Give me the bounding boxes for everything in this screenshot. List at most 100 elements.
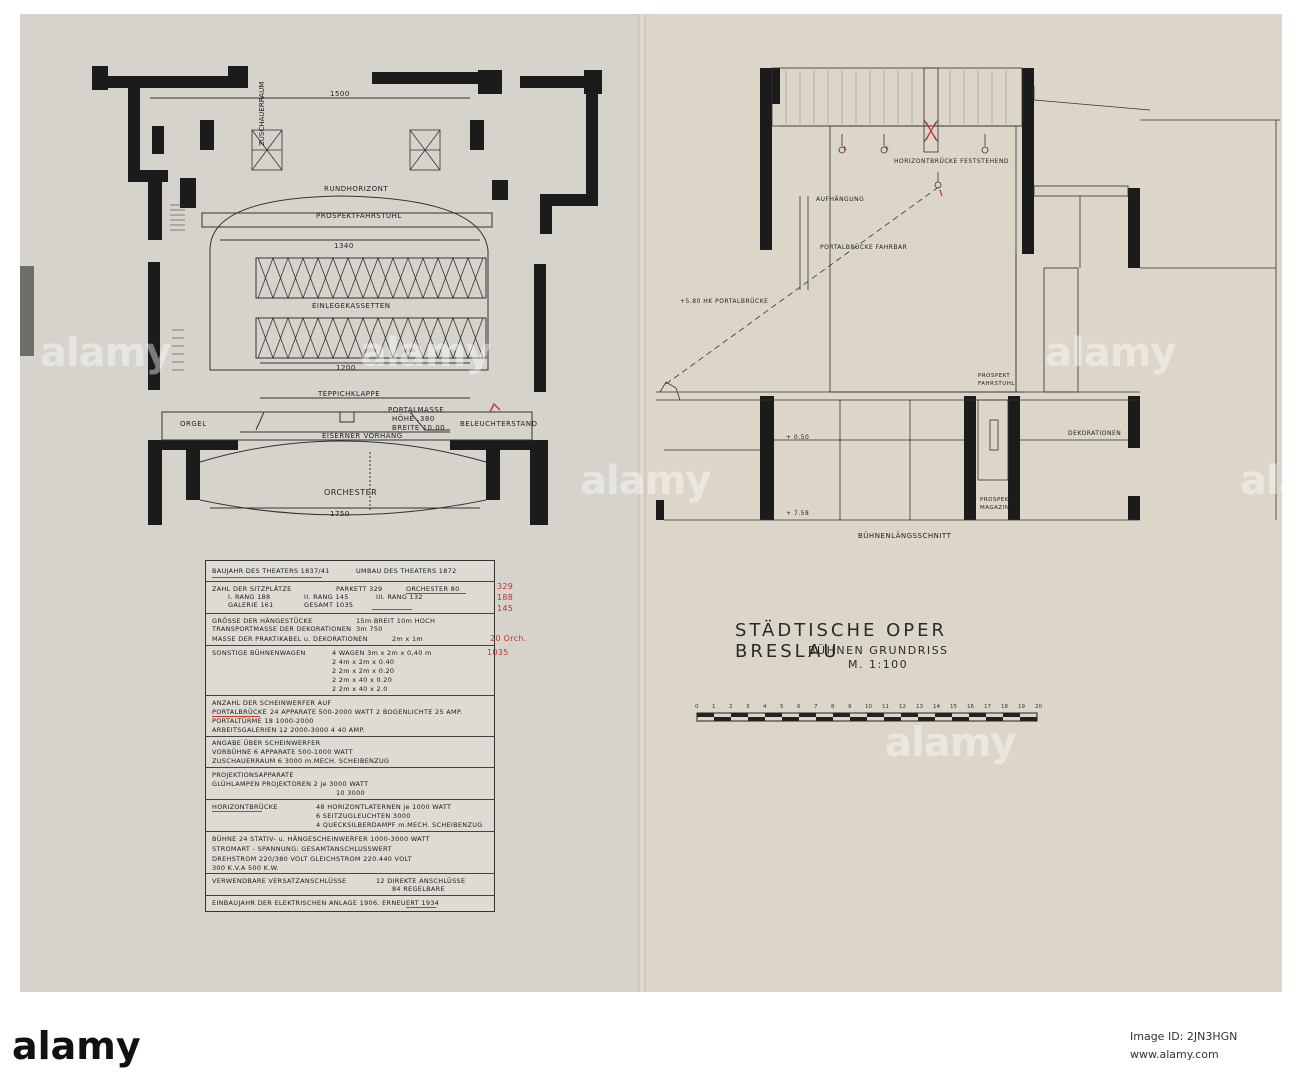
scale-segment bbox=[748, 717, 765, 721]
scale-segment bbox=[918, 717, 935, 721]
table-cell: ANGABE ÜBER SCHEINWERFER bbox=[212, 739, 321, 747]
table-cell: 2 2m x 40 x 2.0 bbox=[332, 685, 388, 693]
label-portalmasse: PORTALMASSE bbox=[388, 406, 445, 414]
table-cell: UMBAU DES THEATERS 1872 bbox=[356, 567, 457, 575]
scale-segment bbox=[1020, 717, 1037, 721]
red-underline bbox=[406, 593, 466, 594]
table-cell: 10 3000 bbox=[336, 789, 365, 797]
label-horizontbruecke: HORIZONTBRÜCKE FESTSTEHEND bbox=[894, 158, 1010, 165]
table-divider bbox=[206, 581, 494, 582]
table-divider bbox=[206, 873, 494, 874]
table-cell: 24 APPARATE 500-2000 WATT 2 BOGENLICHTE … bbox=[270, 708, 463, 716]
dim-top: 1500 bbox=[330, 90, 350, 98]
table-cell: SONSTIGE BÜHNENWAGEN bbox=[212, 649, 306, 657]
scale-tick-label: 7 bbox=[814, 704, 818, 710]
table-cell: VORBÜHNE 6 APPARATE 500-1000 WATT bbox=[212, 748, 354, 756]
table-cell: 48 HORIZONTLATERNEN je 1000 WATT bbox=[316, 803, 452, 811]
stock-logo: alamy bbox=[12, 1024, 141, 1068]
watermark: alamy bbox=[40, 330, 171, 376]
table-cell: ARBEITSGALERIEN 12 2000-3000 4 40 AMP. bbox=[212, 726, 366, 734]
stock-site: www.alamy.com bbox=[1130, 1048, 1219, 1061]
table-cell: BÜHNE 24 STATIV- u. HÄNGESCHEINWERFER 10… bbox=[212, 835, 430, 843]
watermark: alamy bbox=[580, 458, 711, 504]
label-eiserner-vorhang: EISERNER VORHANG bbox=[322, 432, 403, 440]
dim-orchestra: 1750 bbox=[330, 510, 350, 518]
table-cell: 2 2m x 2m x 0.20 bbox=[332, 667, 395, 675]
table-cell: BAUJAHR DES THEATERS 1837/41 bbox=[212, 567, 330, 575]
scale-segment bbox=[935, 713, 952, 717]
image-id-label: Image ID: 2JN3HGN bbox=[1130, 1030, 1238, 1043]
scale-tick-label: 12 bbox=[899, 704, 906, 710]
scale-tick-label: 3 bbox=[746, 704, 750, 710]
label-beleuchterstand: BELEUCHTERSTAND bbox=[460, 420, 538, 428]
table-divider bbox=[206, 613, 494, 614]
sheet-fold bbox=[638, 14, 646, 992]
scale-tick-label: 5 bbox=[780, 704, 784, 710]
scale-tick-label: 8 bbox=[831, 704, 835, 710]
table-divider bbox=[206, 736, 494, 737]
table-cell: 12 DIREKTE ANSCHLÜSSE bbox=[376, 877, 466, 885]
label-prospektfahrstuhl: PROSPEKTFAHRSTUHL bbox=[316, 212, 402, 220]
label-teppichklappe: TEPPICHKLAPPE bbox=[318, 390, 381, 398]
label-orchester: ORCHESTER bbox=[324, 488, 378, 497]
scale-segment bbox=[1003, 713, 1020, 717]
table-cell: 3m 750 bbox=[356, 625, 383, 633]
scale-segment bbox=[816, 717, 833, 721]
label-orgel: ORGEL bbox=[180, 420, 207, 428]
table-divider bbox=[206, 767, 494, 768]
stock-footer bbox=[0, 1000, 1300, 1079]
scale-segment bbox=[833, 713, 850, 717]
drawing-subtitle: BÜHNEN GRUNDRISS bbox=[808, 644, 949, 657]
table-cell: 4 QUECKSILBERDAMPF m.MECH. SCHEIBENZUG bbox=[316, 821, 483, 829]
scale-segment bbox=[867, 713, 884, 717]
scale-tick-label: 6 bbox=[797, 704, 801, 710]
table-cell: PORTALTÜRME 18 1000-2000 bbox=[212, 717, 314, 725]
scale-tick-label: 20 bbox=[1035, 704, 1042, 710]
scale-tick-label: 14 bbox=[933, 704, 940, 710]
table-cell: 2 2m x 40 x 0.20 bbox=[332, 676, 393, 684]
scale-tick-label: 9 bbox=[848, 704, 852, 710]
technical-data-table: BAUJAHR DES THEATERS 1837/41 UMBAU DES T… bbox=[205, 560, 495, 912]
table-cell: TRANSPORTMASSE DER DEKORATIONEN bbox=[212, 625, 352, 633]
scale-segment bbox=[765, 713, 782, 717]
table-cell: EINBAUJAHR DER ELEKTRISCHEN ANLAGE 1906.… bbox=[212, 899, 440, 907]
table-cell: MASSE DER PRAKTIKABEL u. DEKORATIONEN bbox=[212, 635, 368, 643]
table-cell: 2 4m x 2m x 0.40 bbox=[332, 658, 395, 666]
scale-tick-label: 10 bbox=[865, 704, 872, 710]
table-cell: I. RANG 188 bbox=[228, 593, 271, 601]
table-cell: GALERIE 161 bbox=[228, 601, 274, 609]
scale-segment bbox=[714, 717, 731, 721]
label-portalbruecke-fahrbar: PORTALBRÜCKE FAHRBAR bbox=[820, 244, 908, 251]
watermark: alamy bbox=[1045, 330, 1176, 376]
table-divider bbox=[206, 695, 494, 696]
red-underline bbox=[212, 716, 260, 717]
label-rundhorizont: RUNDHORIZONT bbox=[324, 185, 389, 193]
table-cell: ORCHESTER 80 bbox=[406, 585, 460, 593]
drawing-scale: M. 1:100 bbox=[848, 658, 909, 671]
table-cell: 15m BREIT 10m HOCH bbox=[356, 617, 436, 625]
scale-segment bbox=[952, 717, 969, 721]
scale-tick-label: 4 bbox=[763, 704, 767, 710]
table-divider bbox=[206, 799, 494, 800]
table-cell: PARKETT 329 bbox=[336, 585, 383, 593]
label-aufhaengung: AUFHÄNGUNG bbox=[816, 196, 865, 203]
label-prospekt-magazin: PROSPEKT MAGAZIN bbox=[980, 497, 1013, 511]
mounting-tab bbox=[20, 266, 34, 356]
label-prospekt-fahrstuhl: PROSPEKT FAHRSTUHL bbox=[978, 373, 1015, 387]
red-underline bbox=[212, 811, 262, 812]
table-cell: 6 SEITZUGLEUCHTEN 3000 bbox=[316, 812, 411, 820]
watermark: alamy bbox=[1240, 458, 1300, 504]
scale-tick-label: 16 bbox=[967, 704, 974, 710]
scale-segment bbox=[986, 717, 1003, 721]
label-portal-breite: BREITE 10.00 bbox=[392, 424, 446, 432]
table-divider bbox=[206, 831, 494, 832]
red-underline bbox=[212, 577, 322, 578]
scale-tick-label: 11 bbox=[882, 704, 889, 710]
margin-note: 1035 bbox=[487, 648, 509, 657]
scale-tick-label: 13 bbox=[916, 704, 923, 710]
table-cell: DREHSTROM 220/380 VOLT GLEICHSTROM 220.4… bbox=[212, 855, 412, 863]
table-cell: GRÖSSE DER HÄNGESTÜCKE bbox=[212, 617, 313, 625]
scale-segment bbox=[697, 713, 714, 717]
margin-note: 145 bbox=[497, 604, 514, 613]
